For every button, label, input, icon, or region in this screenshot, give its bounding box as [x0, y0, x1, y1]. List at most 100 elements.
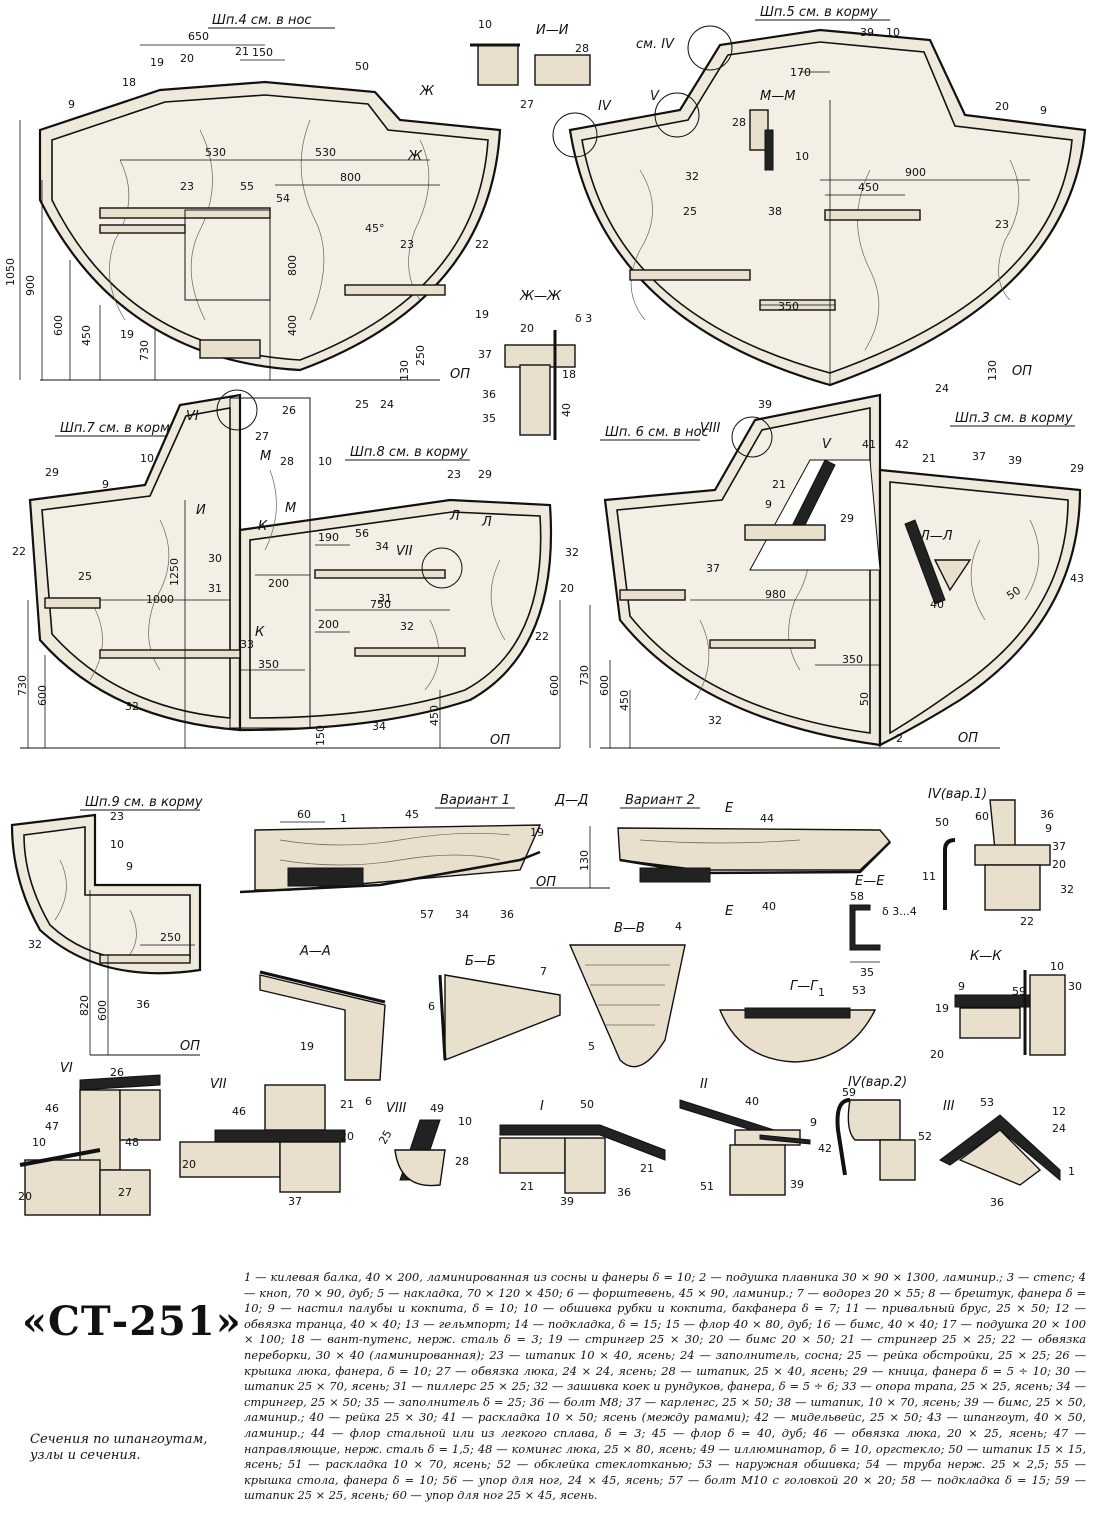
svg-text:1: 1 — [1068, 1165, 1075, 1178]
section-frame-7-8: Шп.7 см. в корму Шп.8 см. в корму 1250 — [12, 389, 579, 749]
dim-60: 60 — [297, 808, 311, 821]
svg-text:27: 27 — [520, 98, 534, 111]
svg-text:1: 1 — [340, 812, 347, 825]
dim-50: 50 — [355, 60, 369, 73]
svg-text:21: 21 — [235, 45, 249, 58]
dim-25: 25 — [376, 1128, 394, 1147]
detail-bb: Б—Б 76 — [428, 954, 561, 1062]
svg-text:22: 22 — [12, 545, 26, 558]
dim-130: 130 — [398, 360, 411, 381]
dim-900b: 900 — [905, 166, 926, 179]
dim-800: 800 — [340, 171, 361, 184]
svg-text:54: 54 — [276, 192, 290, 205]
title-aa: А—А — [299, 944, 331, 959]
dim-45deg: 45° — [365, 222, 385, 235]
svg-text:10: 10 — [110, 838, 124, 851]
svg-text:20: 20 — [560, 582, 574, 595]
svg-text:Л: Л — [449, 509, 460, 524]
svg-text:37: 37 — [706, 562, 720, 575]
svg-text:32: 32 — [400, 620, 414, 633]
dim-d3: δ 3 — [575, 312, 592, 325]
svg-text:28: 28 — [732, 116, 746, 129]
svg-text:32: 32 — [565, 546, 579, 559]
svg-text:9: 9 — [68, 98, 75, 111]
svg-text:27: 27 — [255, 430, 269, 443]
svg-text:44: 44 — [760, 812, 774, 825]
svg-text:21: 21 — [340, 1098, 354, 1111]
svg-text:34: 34 — [375, 540, 389, 553]
dim-150b: 150 — [314, 725, 327, 746]
detail-aa: А—А 196 — [259, 944, 386, 1108]
dim-450: 450 — [80, 325, 93, 346]
svg-text:34: 34 — [372, 720, 386, 733]
title-sh9: Шп.9 см. в корму — [85, 795, 203, 810]
dim-820: 820 — [78, 995, 91, 1016]
svg-text:19: 19 — [300, 1040, 314, 1053]
dim-d3-4: δ 3...4 — [882, 905, 917, 918]
dim-730: 730 — [138, 340, 151, 361]
svg-text:ОП: ОП — [490, 733, 510, 748]
svg-text:И: И — [196, 503, 206, 518]
svg-text:11: 11 — [922, 870, 936, 883]
svg-text:4: 4 — [675, 920, 682, 933]
svg-text:10: 10 — [32, 1136, 46, 1149]
dim-400: 400 — [286, 315, 299, 336]
svg-text:47: 47 — [45, 1120, 59, 1133]
svg-text:58: 58 — [850, 890, 864, 903]
svg-text:59: 59 — [842, 1086, 856, 1099]
section-frame-6-3: Шп. 6 см. в нос Шп.3 см. в корму 980 350… — [578, 393, 1084, 749]
drawing-title: «СТ-251» — [22, 1298, 242, 1345]
svg-text:9: 9 — [810, 1116, 817, 1129]
title-bb: Б—Б — [465, 954, 496, 969]
svg-text:31: 31 — [378, 592, 392, 605]
svg-text:38: 38 — [768, 205, 782, 218]
dim-150: 150 — [252, 46, 273, 59]
dim-130b: 130 — [578, 850, 591, 871]
title-var1: Вариант 1 — [440, 793, 510, 808]
svg-text:ОП: ОП — [536, 875, 556, 890]
svg-text:20: 20 — [1052, 858, 1066, 871]
svg-text:23: 23 — [400, 238, 414, 251]
svg-text:23: 23 — [995, 218, 1009, 231]
svg-text:6: 6 — [428, 1000, 435, 1013]
svg-text:9: 9 — [958, 980, 965, 993]
dim-600b: 600 — [36, 685, 49, 706]
svg-text:18: 18 — [122, 76, 136, 89]
title-sh8: Шп.8 см. в корму — [350, 445, 468, 460]
svg-text:29: 29 — [45, 466, 59, 479]
svg-text:М: М — [285, 501, 296, 516]
svg-text:26: 26 — [282, 404, 296, 417]
svg-text:28: 28 — [455, 1155, 469, 1168]
title-zhzh: Ж—Ж — [519, 289, 562, 304]
title-iv2: IV(вар.2) — [848, 1075, 907, 1090]
svg-text:29: 29 — [840, 512, 854, 525]
svg-text:Е: Е — [725, 801, 734, 816]
svg-text:22: 22 — [475, 238, 489, 251]
svg-text:12: 12 — [1052, 1105, 1066, 1118]
svg-text:10: 10 — [478, 18, 492, 31]
svg-text:36: 36 — [500, 908, 514, 921]
dim-600: 600 — [52, 315, 65, 336]
title-dd: Д—Д — [554, 793, 588, 808]
svg-text:27: 27 — [118, 1186, 132, 1199]
drawing-subtitle: Сечения по шпангоутам, узлы и сечения. — [30, 1432, 208, 1463]
caption-area: «СТ-251» Сечения по шпангоутам, узлы и с… — [0, 1262, 1096, 1516]
svg-text:10: 10 — [795, 150, 809, 163]
svg-text:56: 56 — [355, 527, 369, 540]
svg-text:20: 20 — [18, 1190, 32, 1203]
svg-text:36: 36 — [990, 1196, 1004, 1209]
label-vii: VII — [396, 544, 413, 559]
dim-530b: 530 — [315, 146, 336, 159]
dim-170: 170 — [790, 66, 811, 79]
dim-350: 350 — [778, 300, 799, 313]
svg-text:ОП: ОП — [180, 1039, 200, 1054]
svg-text:36: 36 — [136, 998, 150, 1011]
svg-text:29: 29 — [478, 468, 492, 481]
svg-text:40: 40 — [930, 598, 944, 611]
svg-text:21: 21 — [922, 452, 936, 465]
title-sh4: Шп.4 см. в нос — [212, 13, 312, 28]
svg-text:Ж: Ж — [407, 149, 423, 164]
